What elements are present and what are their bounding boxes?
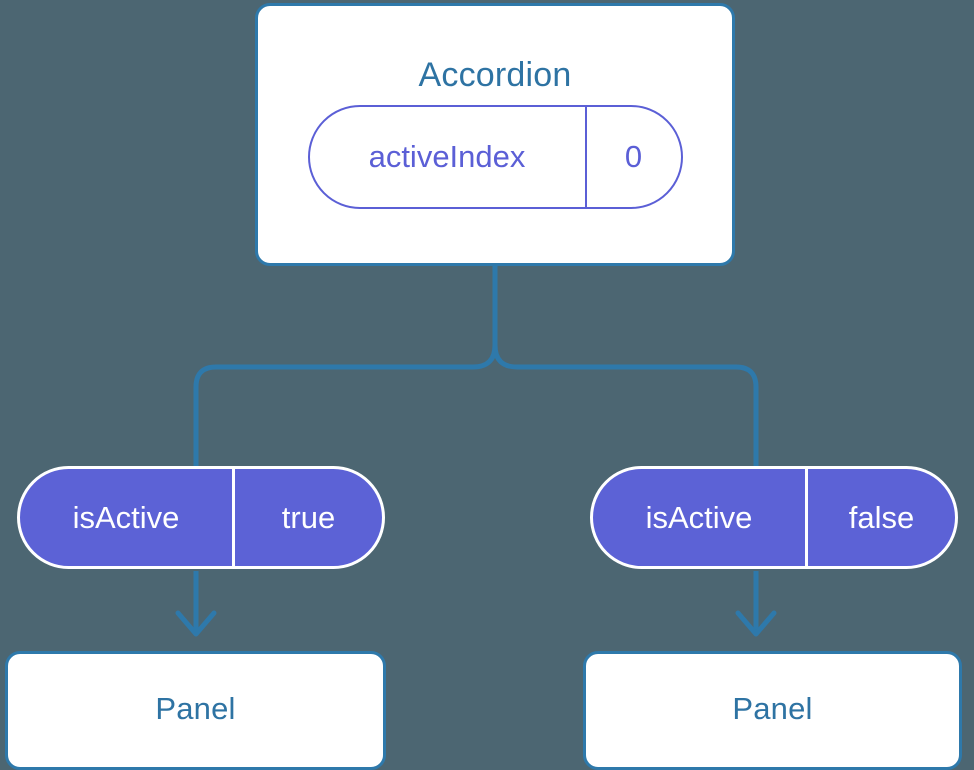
connector-stem-mirror <box>472 344 498 370</box>
connector-arrow-left-head <box>175 610 217 637</box>
connector-arrow-right-head <box>735 610 777 637</box>
accordion-title: Accordion <box>418 56 572 94</box>
connector-stem <box>492 266 518 370</box>
panel-left-title: Panel <box>155 691 236 726</box>
panel-right-title: Panel <box>732 691 813 726</box>
connector-branch-right <box>517 364 759 466</box>
connector-branch-left <box>193 364 473 466</box>
panel-right-state-key: isActive <box>593 469 808 566</box>
panel-right-state-value: false <box>848 499 915 535</box>
accordion-component-card: Accordion activeIndex 0 <box>255 3 735 266</box>
panel-left-card: Panel <box>5 651 386 770</box>
panel-right-state-pill: isActive false <box>590 466 958 569</box>
panel-left-state-value: true <box>281 499 336 535</box>
panel-right-card: Panel <box>583 651 962 770</box>
accordion-state-key: activeIndex <box>310 107 587 207</box>
panel-left-state-pill: isActive true <box>17 466 385 569</box>
accordion-state-value: 0 <box>624 139 643 174</box>
accordion-state-pill: activeIndex 0 <box>307 105 683 209</box>
panel-left-state-key: isActive <box>20 469 235 566</box>
